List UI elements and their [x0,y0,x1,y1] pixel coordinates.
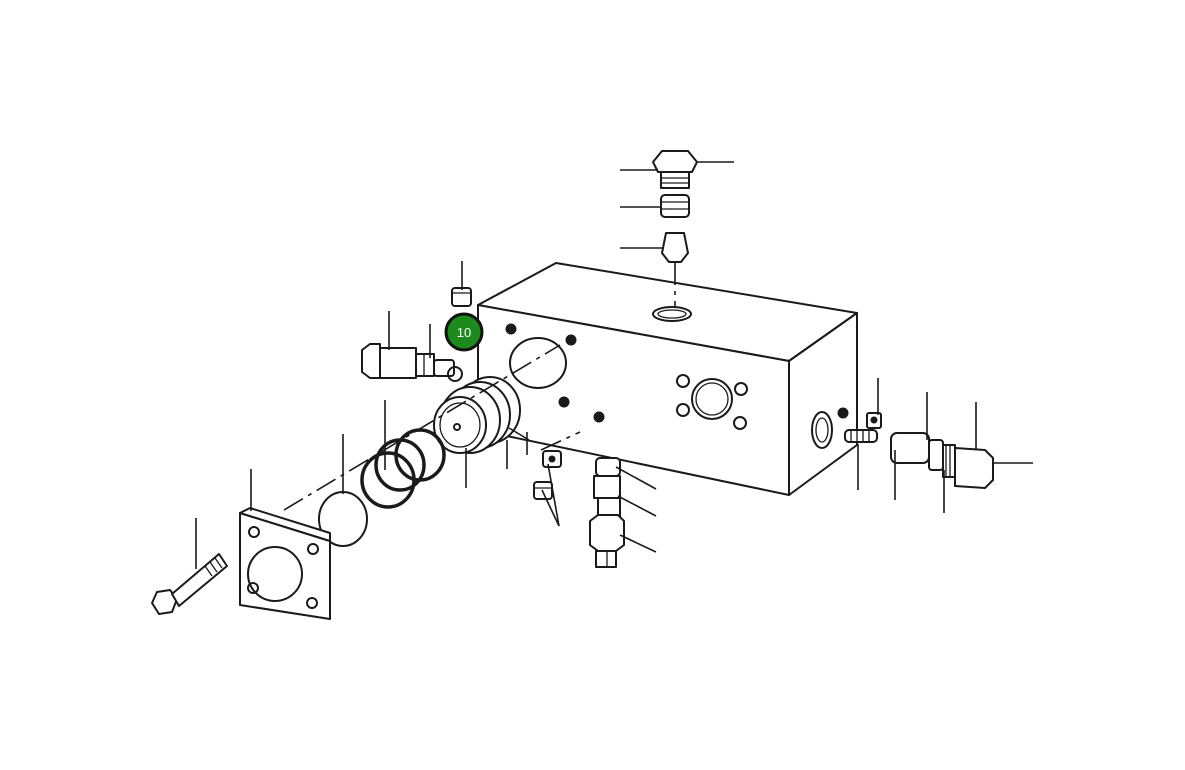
o-rings [318,428,446,547]
set-screws [533,450,562,500]
right-cartridge [844,412,994,489]
flange-plate [239,507,331,620]
top-plug-assembly [652,150,698,308]
small-plug [451,287,472,307]
lower-cartridge [589,457,625,568]
callout-10[interactable]: 10 [444,312,484,380]
hex-bolt [151,553,228,615]
callout-10-label: 10 [457,325,471,340]
valve-block [477,262,858,496]
callout-10-circle[interactable] [444,312,484,352]
left-cartridge [361,343,463,382]
leader-lines [195,161,1033,569]
piston-assembly [433,376,530,454]
